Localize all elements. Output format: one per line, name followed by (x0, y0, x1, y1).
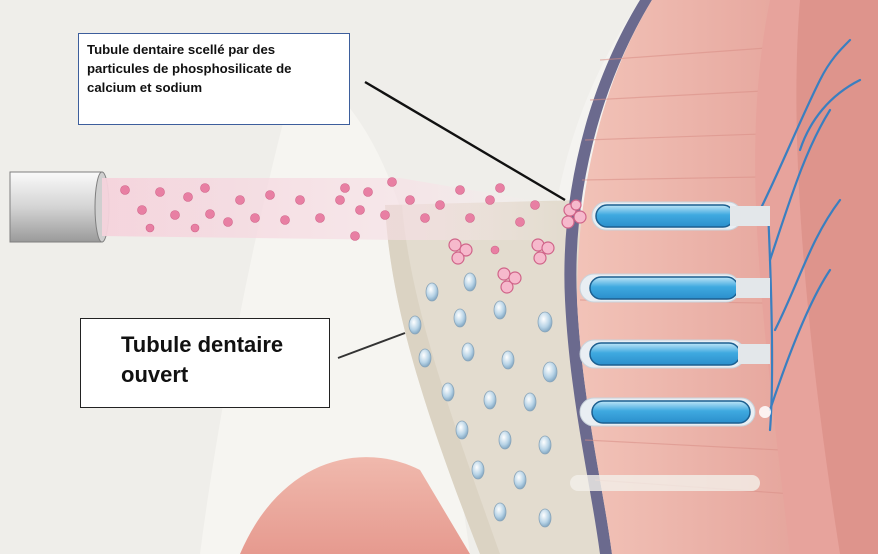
sealed-tubule-label-line1: Tubule dentaire scellé par des (87, 40, 341, 59)
open-tubule-label-line1: Tubule dentaire (121, 330, 329, 360)
open-tubule-label-line2: ouvert (121, 360, 329, 390)
applicator-nozzle-icon (10, 172, 109, 242)
sealed-tubule-row (592, 202, 770, 230)
sealed-tubule-label-line2: particules de phosphosilicate de (87, 59, 341, 78)
open-tubule-label: Tubule dentaire ouvert (80, 318, 330, 408)
sealed-tubule-label: Tubule dentaire scellé par des particule… (78, 33, 350, 125)
sealed-tubule-label-line3: calcium et sodium (87, 78, 341, 97)
